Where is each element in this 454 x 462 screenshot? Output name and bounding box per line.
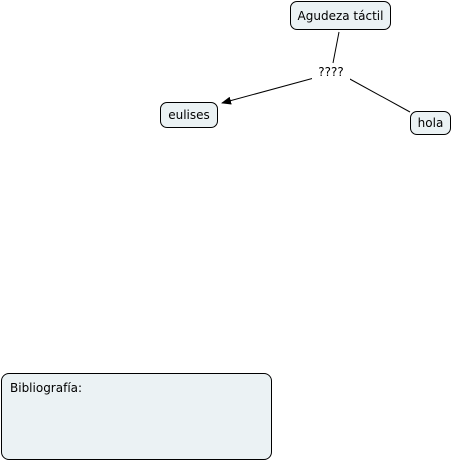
concept-agudeza-tactil[interactable]: Agudeza táctil [290, 1, 391, 30]
bibliography-label: Bibliografía: [10, 381, 83, 395]
bibliography-box[interactable]: Bibliografía: [1, 373, 272, 460]
linking-phrase[interactable]: ???? [312, 64, 350, 80]
concept-eulises[interactable]: eulises [160, 102, 218, 128]
connector-phrase-to-eulises [221, 77, 315, 105]
connector-phrase-to-hola [347, 77, 411, 113]
concept-hola[interactable]: hola [410, 111, 451, 135]
connector-agudeza-to-phrase [332, 31, 340, 64]
